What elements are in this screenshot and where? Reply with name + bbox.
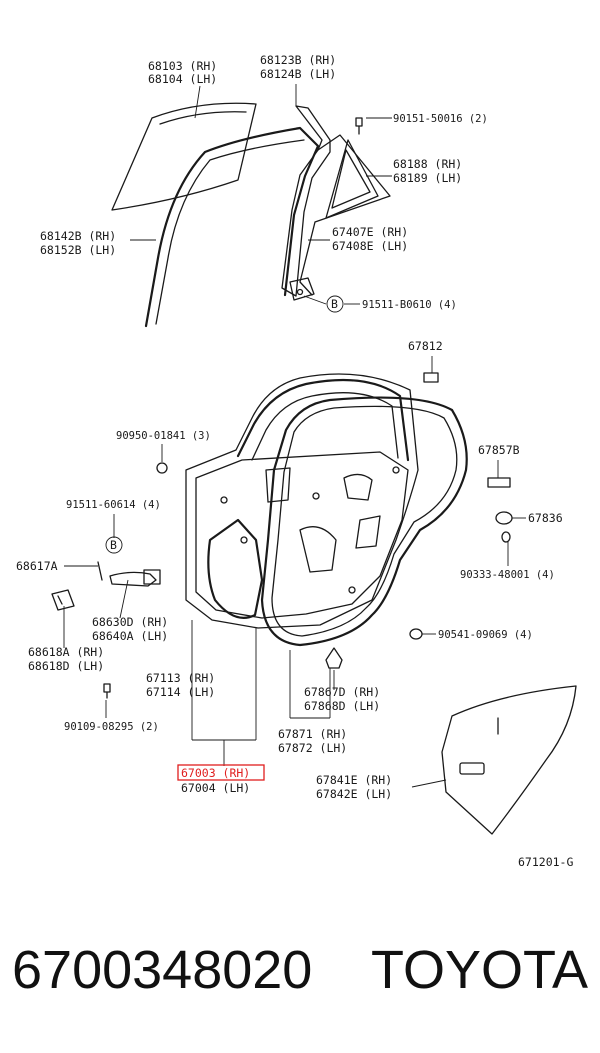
brand-name: TOYOTA [370,940,588,1000]
hinge-icon [51,589,75,611]
mark-b-upper-label: B [331,297,338,311]
figure-code: 671201-G [518,855,573,869]
clip-90333-icon [501,531,511,543]
callout-67408e: 67408E (LH) [332,239,408,253]
highlight-box [177,764,265,781]
pad-67857-icon [487,477,511,488]
callout-67003-highlighted: 67003 (RH) [181,766,250,780]
callout-68152b: 68152B (LH) [40,243,116,257]
door-trim-board [441,685,577,835]
callout-68103: 68103 (RH) [148,59,217,73]
callout-68104: 68104 (LH) [148,72,217,86]
callout-67842e: 67842E (LH) [316,787,392,801]
body-weatherstrip [207,518,264,619]
callout-67868d: 67868D (LH) [304,699,380,713]
callout-90950: 90950-01841 (3) [116,430,211,442]
bracket-icon [289,277,315,301]
callout-90541: 90541-09069 (4) [438,629,533,641]
callout-68618a: 68618A (RH) [28,645,104,659]
callout-68124b: 68124B (LH) [260,67,336,81]
callout-91511-60614: 91511-60614 (4) [66,499,161,511]
trim-handle-recess [459,762,485,775]
door-panel [185,373,419,629]
callout-67871: 67871 (RH) [278,727,347,741]
clip-67867-icon [325,647,343,669]
callout-67812: 67812 [408,339,443,353]
mark-b-upper [326,295,344,313]
callout-67867d: 67867D (RH) [304,685,380,699]
upper-window-assembly [111,102,391,328]
callout-67836: 67836 [528,511,563,525]
hinge-assembly [51,561,161,699]
rear-door-assembly [156,372,513,669]
callout-67872: 67872 (LH) [278,741,347,755]
callout-67857b: 67857B [478,443,520,457]
door-inner-panel [195,451,409,619]
door-window-frame [236,378,410,462]
callout-90151: 90151-50016 (2) [393,113,488,125]
mark-b-lower [105,536,123,554]
callout-67004: 67004 (LH) [181,781,250,795]
callout-68617a: 68617A [16,559,58,573]
callout-90333: 90333-48001 (4) [460,569,555,581]
part-number: 6700348020 [12,940,313,1000]
callout-68142b: 68142B (RH) [40,229,116,243]
glass-run-channel [144,126,320,328]
callout-68618d: 68618D (LH) [28,659,104,673]
quarter-weatherstrip [299,134,391,296]
mark-b-lower-label: B [110,538,117,552]
bolt-90541-icon [409,628,423,640]
footer: 6700348020 TOYOTA [12,935,588,1005]
clip-67812-icon [423,372,439,383]
quarter-window-glass [325,139,379,219]
door-weatherstrip [260,396,468,647]
leader-lines [63,84,526,788]
callout-68188: 68188 (RH) [393,157,462,171]
callout-68123b: 68123B (RH) [260,53,336,67]
door-check-icon [97,561,157,587]
callout-68630d: 68630D (RH) [92,615,168,629]
callout-67841e: 67841E (RH) [316,773,392,787]
trim-board [441,685,577,835]
callout-68640a: 68640A (LH) [92,629,168,643]
clip-90950-icon [156,462,168,474]
door-glass [111,102,257,211]
screw-icon [355,117,363,135]
callout-67113: 67113 (RH) [146,671,215,685]
callout-labels: 68103 (RH) 68104 (LH) 68123B (RH) 68124B… [16,53,573,869]
callout-68189: 68189 (LH) [393,171,462,185]
callout-90109: 90109-08295 (2) [64,721,159,733]
grommet-67836-icon [495,511,513,525]
callout-91511-b0610: 91511-B0610 (4) [362,299,457,311]
callout-67407e: 67407E (RH) [332,225,408,239]
callout-67114: 67114 (LH) [146,685,215,699]
bolt-90109-icon [103,683,111,699]
